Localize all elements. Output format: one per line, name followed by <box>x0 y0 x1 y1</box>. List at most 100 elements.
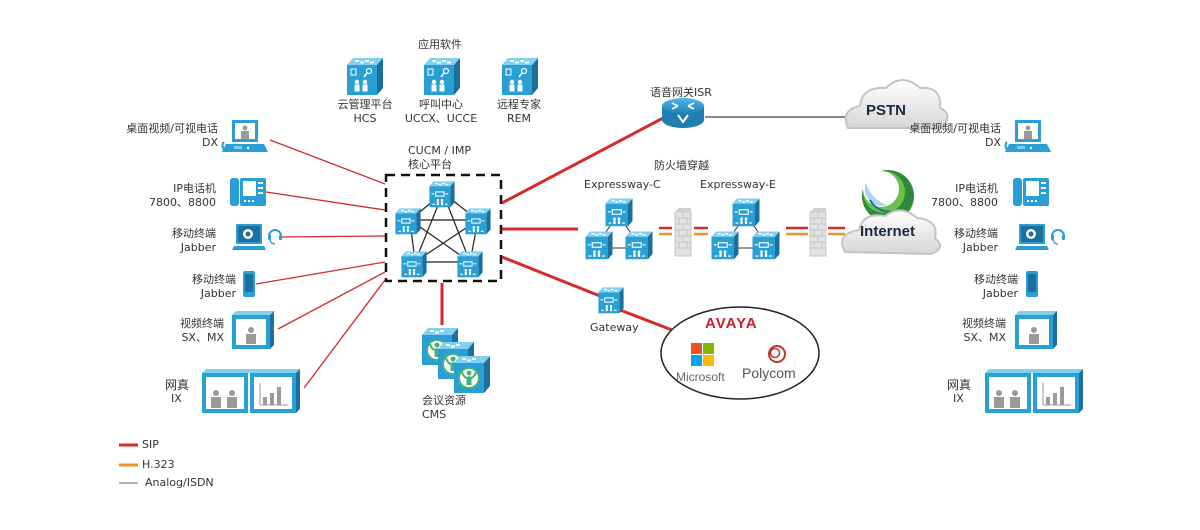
core-label-line2: 核心平台 <box>408 158 452 171</box>
endpoint-name: 网真 <box>947 378 972 392</box>
legend-h323-label: H.323 <box>142 458 175 471</box>
cms-code: CMS <box>422 408 447 421</box>
avaya-logo: AVAYA <box>705 315 758 332</box>
endpoint-code: DX <box>201 136 218 149</box>
endpoint-name: 桌面视频/可视电话 <box>126 122 218 135</box>
cucm-node-icon <box>400 250 428 278</box>
expressway-e-cluster <box>710 197 781 260</box>
polycom-label: Polycom <box>742 365 796 381</box>
endpoint-code: 7800、8800 <box>931 196 998 209</box>
isr-router-icon <box>662 98 704 128</box>
right-endpoint-label: 桌面视频/可视电话 DX <box>880 122 1001 150</box>
app-label-hcs: 云管理平台 HCS <box>320 98 410 126</box>
endpoint-name: 视频终端 <box>180 317 224 330</box>
left-endpoint-links <box>255 139 386 389</box>
app-code: UCCX、UCCE <box>404 112 478 125</box>
expressway-c-node-icon <box>624 230 654 260</box>
firewall-traversal-label: 防火墙穿越 <box>654 159 709 172</box>
expressway-c-cluster <box>584 197 654 260</box>
video-endpoint-icon <box>232 311 274 349</box>
endpoint-name: 移动终端 <box>974 273 1018 286</box>
ip-phone-icon <box>1013 178 1049 206</box>
right-endpoint-label: 网真 IX <box>947 378 971 406</box>
expressway-e-label: Expressway-E <box>700 178 776 191</box>
expressway-c-node-icon <box>604 197 634 227</box>
firewall-links <box>659 226 845 236</box>
endpoint-code: IX <box>953 392 964 405</box>
endpoint-name: 移动终端 <box>954 227 998 240</box>
right-endpoint-icons <box>984 119 1083 413</box>
cucm-node-icon <box>428 180 456 208</box>
cms-name: 会议资源 <box>422 394 466 407</box>
pstn-label: PSTN <box>866 102 907 119</box>
rem-server-icon <box>501 57 539 96</box>
endpoint-code: SX、MX <box>181 331 224 344</box>
link-ipphone-core <box>265 191 386 211</box>
expressway-e-node-icon <box>710 230 740 260</box>
endpoint-code: Jabber <box>200 287 236 300</box>
legend-sip-label: SIP <box>142 438 159 451</box>
endpoint-name: 网真 <box>165 378 190 392</box>
polycom-logo-icon <box>768 345 786 363</box>
gateway-label: Gateway <box>590 321 639 334</box>
legend <box>119 443 138 484</box>
left-endpoint-icons <box>201 119 300 413</box>
telepresence-icon <box>201 369 300 413</box>
internet-label: Internet <box>860 223 916 240</box>
mobile-phone-icon <box>1026 271 1038 297</box>
right-endpoint-label: 视频终端 SX、MX <box>880 317 1006 345</box>
app-code: REM <box>506 112 532 125</box>
cucm-node-icon <box>394 207 422 235</box>
core-dashed-boundary <box>384 173 503 283</box>
laptop-jabber-icon <box>232 223 282 251</box>
endpoint-name: 移动终端 <box>172 227 216 240</box>
isr-label: 语音网关ISR <box>650 86 712 99</box>
video-endpoint-icon <box>1015 311 1057 349</box>
right-endpoint-label: 移动终端 Jabber <box>880 227 998 255</box>
desktop-video-phone-icon <box>1004 119 1052 153</box>
app-label-uccx: 呼叫中心 UCCX、UCCE <box>396 98 486 126</box>
core-label: CUCM / IMP 核心平台 <box>408 144 471 172</box>
gateway-server-icon <box>597 286 625 314</box>
expressway-c-label: Expressway-C <box>584 178 661 191</box>
third-party-vendors <box>660 306 820 400</box>
link-video-core <box>277 271 386 330</box>
firewall-icon <box>809 208 827 257</box>
expressway-c-node-icon <box>584 230 614 260</box>
mobile-phone-icon <box>243 271 255 297</box>
left-endpoint-label: 移动终端 Jabber <box>100 273 236 301</box>
endpoint-name: 视频终端 <box>962 317 1006 330</box>
endpoint-code: SX、MX <box>963 331 1006 344</box>
apps-title: 应用软件 <box>418 38 462 51</box>
link-core-isr <box>501 115 666 205</box>
link-telepresence-core <box>303 279 386 389</box>
right-endpoint-label: 移动终端 Jabber <box>880 273 1018 301</box>
left-endpoint-label: 视频终端 SX、MX <box>100 317 224 345</box>
expressway-e-node-icon <box>751 230 781 260</box>
endpoint-name: IP电话机 <box>173 182 216 195</box>
endpoint-code: DX <box>984 136 1001 149</box>
link-jabber-laptop-core <box>279 235 386 238</box>
endpoint-name: 桌面视频/可视电话 <box>909 122 1001 135</box>
endpoint-name: IP电话机 <box>955 182 998 195</box>
app-name: 云管理平台 <box>337 98 393 111</box>
link-dx-core <box>269 139 386 185</box>
core-links <box>440 115 673 332</box>
link-core-gateway <box>501 255 601 298</box>
internet-cloud-icon <box>841 209 942 256</box>
left-endpoint-label: 桌面视频/可视电话 DX <box>100 122 218 150</box>
endpoint-code: Jabber <box>982 287 1018 300</box>
cucm-node-icon <box>464 207 492 235</box>
uccx-server-icon <box>423 57 461 96</box>
app-code: HCS <box>353 112 377 125</box>
endpoint-code: Jabber <box>962 241 998 254</box>
left-endpoint-label: 网真 IX <box>165 378 189 406</box>
webex-logo-icon <box>862 170 914 222</box>
telepresence-icon <box>984 369 1083 413</box>
legend-analog-label: Analog/ISDN <box>145 476 214 489</box>
pstn-cloud-icon <box>844 79 949 129</box>
cms-label: 会议资源 CMS <box>422 394 466 422</box>
left-endpoint-label: 移动终端 Jabber <box>100 227 216 255</box>
right-endpoint-label: IP电话机 7800、8800 <box>880 182 998 210</box>
endpoint-code: 7800、8800 <box>149 196 216 209</box>
